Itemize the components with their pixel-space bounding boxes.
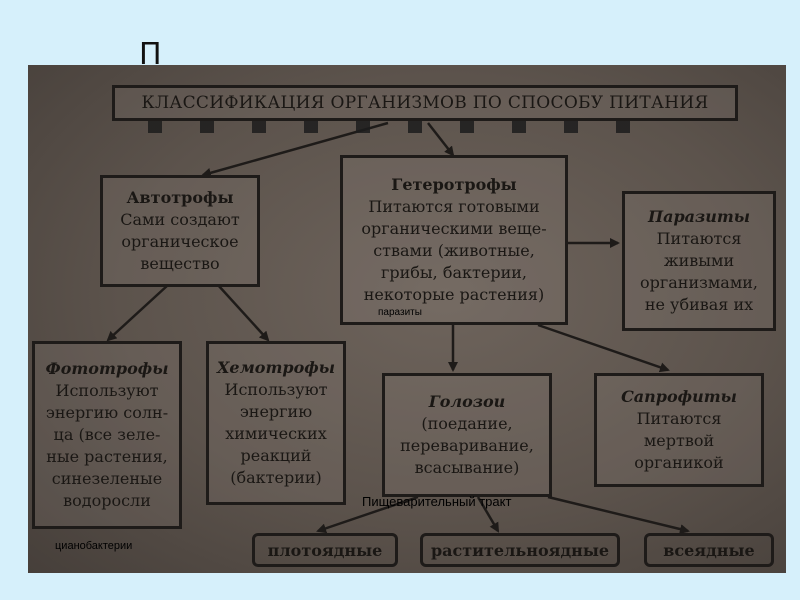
box-holozoic: Голозои (поедание, переваривание, всасыв… bbox=[382, 373, 552, 497]
heterotrophs-text: Питаются готовыми органическими веще- ст… bbox=[361, 197, 547, 304]
overlay-cyanobacteria: цианобактерии bbox=[55, 540, 133, 552]
pill-carnivores: плотоядные bbox=[252, 533, 398, 567]
box-autotrophs: Автотрофы Сами создают органическое веще… bbox=[100, 175, 260, 287]
title-box: КЛАССИФИКАЦИЯ ОРГАНИЗМОВ ПО СПОСОБУ ПИТА… bbox=[112, 85, 738, 121]
omnivores-label: всеядные bbox=[663, 540, 755, 560]
parasites-title: Паразиты bbox=[647, 207, 751, 226]
chemotrophs-text: Используют энергию химических реакций (б… bbox=[224, 380, 328, 487]
parasites-text: Питаются живыми организмами, не убивая и… bbox=[639, 229, 759, 314]
herbivores-label: растительноядные bbox=[430, 540, 610, 560]
phototrophs-text: Используют энергию солн- ца (все зеле- н… bbox=[45, 381, 169, 510]
box-chemotrophs: Хемотрофы Используют энергию химических … bbox=[206, 341, 346, 505]
holozoic-title: Голозои bbox=[428, 392, 506, 411]
carnivores-label: плотоядные bbox=[267, 540, 383, 560]
arrow-heterotrophs-to-saprophytes bbox=[537, 323, 670, 373]
saprophytes-text: Питаются мертвой органикой bbox=[634, 409, 724, 472]
saprophytes-title: Сапрофиты bbox=[621, 387, 737, 406]
autotrophs-title: Автотрофы bbox=[126, 188, 234, 207]
arrow-holozoic-to-carnivores bbox=[316, 495, 419, 534]
heterotrophs-title: Гетеротрофы bbox=[391, 175, 517, 194]
textbook-photo: КЛАССИФИКАЦИЯ ОРГАНИЗМОВ ПО СПОСОБУ ПИТА… bbox=[28, 65, 786, 573]
phototrophs-title: Фототрофы bbox=[45, 359, 169, 378]
arrow-autotrophs-to-phototrophs bbox=[106, 284, 169, 342]
box-heterotrophs: Гетеротрофы Питаются готовыми органическ… bbox=[340, 155, 568, 325]
heading-letter: П bbox=[139, 37, 162, 72]
holozoic-text: (поедание, переваривание, всасывание) bbox=[400, 414, 534, 477]
autotrophs-text: Сами создают органическое вещество bbox=[120, 210, 240, 273]
pill-omnivores: всеядные bbox=[644, 533, 774, 567]
box-parasites: Паразиты Питаются живыми организмами, не… bbox=[622, 191, 776, 331]
pill-herbivores: растительноядные bbox=[420, 533, 620, 567]
diagram-title: КЛАССИФИКАЦИЯ ОРГАНИЗМОВ ПО СПОСОБУ ПИТА… bbox=[141, 93, 709, 113]
arrow-autotrophs-to-chemotrophs bbox=[217, 284, 270, 342]
cropped-heading-strip bbox=[148, 119, 648, 133]
overlay-digestive-tract: Пищеварительный тракт bbox=[362, 494, 512, 509]
overlay-parasites-note: паразиты bbox=[378, 307, 422, 318]
box-saprophytes: Сапрофиты Питаются мертвой органикой bbox=[594, 373, 764, 487]
arrow-holozoic-to-herbivores bbox=[476, 496, 500, 533]
box-phototrophs: Фототрофы Используют энергию солн- ца (в… bbox=[32, 341, 182, 529]
chemotrophs-title: Хемотрофы bbox=[217, 358, 335, 377]
arrow-holozoic-to-omnivores bbox=[547, 495, 690, 534]
